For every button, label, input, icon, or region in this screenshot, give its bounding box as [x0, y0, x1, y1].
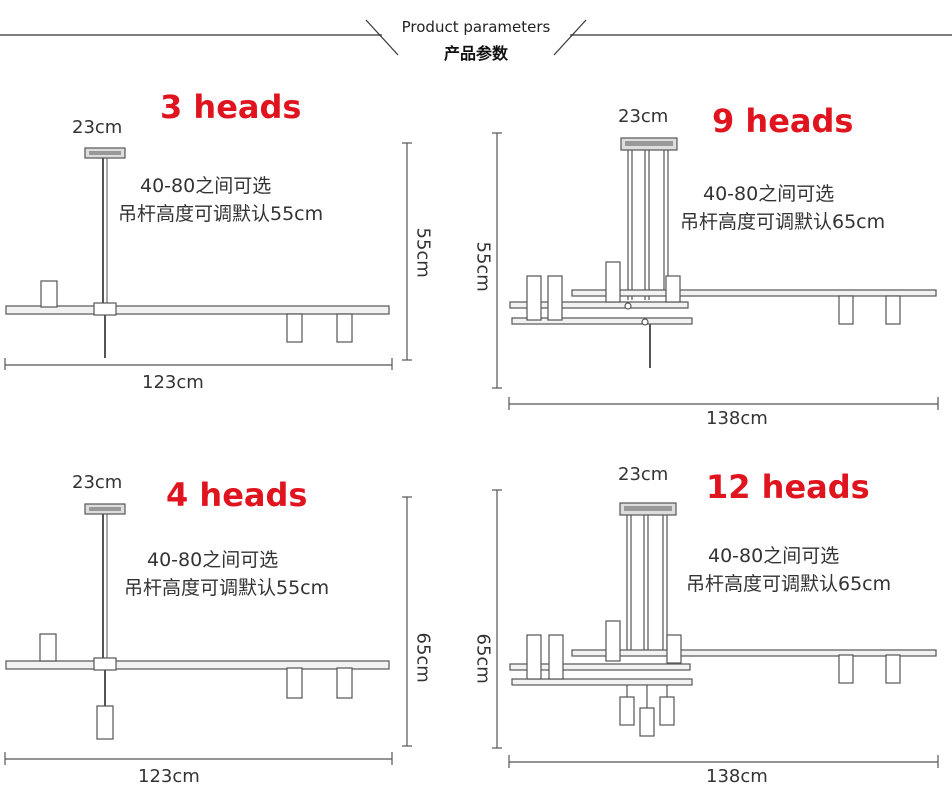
canopy-width-label: 23cm — [618, 464, 669, 485]
lamp-head — [665, 275, 681, 303]
height-label: 65cm — [412, 632, 434, 683]
width-label: 138cm — [706, 408, 768, 429]
lamp-head — [885, 654, 901, 684]
header-title-cn: 产品参数 — [443, 44, 508, 63]
lamp-head — [336, 313, 353, 343]
lamp-head — [286, 667, 303, 699]
header-bracket-right — [553, 19, 587, 56]
lamp-head — [548, 634, 564, 680]
heads-label: 9 heads — [712, 102, 854, 140]
lamp-head — [605, 620, 621, 662]
canopy-width-label: 23cm — [618, 106, 669, 127]
panel-12-heads-drawing — [492, 489, 939, 768]
lamp-head — [619, 696, 635, 726]
height-label: 65cm — [472, 633, 494, 684]
bar — [571, 289, 937, 297]
joint — [93, 302, 117, 316]
joint — [93, 657, 117, 671]
canopy-width-label: 23cm — [72, 472, 123, 493]
main-bar — [5, 305, 390, 315]
lamp-head — [838, 654, 854, 684]
lamp-head — [639, 707, 655, 737]
heads-label: 4 heads — [166, 476, 308, 514]
width-label: 138cm — [706, 766, 768, 787]
height-label: 55cm — [412, 227, 434, 278]
heads-label: 12 heads — [706, 468, 870, 506]
height-label: 55cm — [472, 241, 494, 292]
panel-4-heads-drawing — [4, 496, 412, 765]
width-label: 123cm — [138, 766, 200, 787]
header-title-en: Product parameters — [401, 18, 551, 36]
lamp-head — [40, 280, 58, 308]
header-bracket-left — [365, 19, 399, 56]
lamp-head — [526, 275, 542, 321]
bar — [511, 678, 693, 686]
bar — [509, 663, 691, 671]
lamp-head — [838, 295, 854, 325]
note-line-1: 40-80之间可选 — [708, 545, 840, 567]
panel-9-heads-drawing — [492, 132, 939, 410]
lamp-head — [885, 295, 901, 325]
bar — [509, 301, 689, 309]
lamp-head — [286, 313, 303, 343]
note-line-2: 吊杆高度可调默认55cm — [124, 577, 330, 599]
lamp-head — [547, 275, 563, 321]
note-line-1: 40-80之间可选 — [703, 183, 835, 205]
lamp-head — [605, 261, 621, 303]
note-line-1: 40-80之间可选 — [140, 175, 272, 197]
lamp-head — [39, 633, 57, 662]
bar — [511, 317, 693, 325]
lamp-head — [336, 667, 353, 699]
bar — [571, 649, 937, 657]
note-line-2: 吊杆高度可调默认65cm — [686, 573, 892, 595]
lamp-head — [659, 696, 675, 726]
lamp-head — [666, 634, 682, 664]
lamp-head — [526, 634, 542, 680]
canopy-width-label: 23cm — [72, 117, 123, 138]
main-bar — [5, 660, 390, 670]
lamp-head — [96, 705, 114, 740]
note-line-2: 吊杆高度可调默认65cm — [680, 211, 886, 233]
width-label: 123cm — [142, 372, 204, 393]
heads-label: 3 heads — [160, 88, 302, 126]
panel-3-heads-drawing — [4, 142, 412, 370]
note-line-2: 吊杆高度可调默认55cm — [118, 203, 324, 225]
note-line-1: 40-80之间可选 — [147, 549, 279, 571]
